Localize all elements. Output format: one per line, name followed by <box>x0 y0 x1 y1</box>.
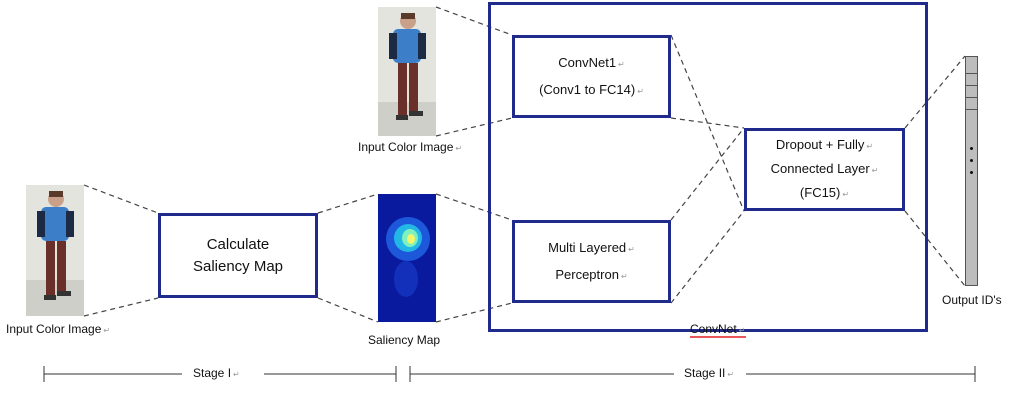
dashed-line <box>904 55 966 129</box>
dashed-line <box>435 6 513 36</box>
dashed-line <box>670 117 745 129</box>
saliency-map-image <box>378 194 436 322</box>
dashed-line <box>670 210 745 304</box>
dashed-line <box>317 297 379 323</box>
stage1-label: Stage I↵ <box>193 366 240 380</box>
convnet-container <box>488 2 928 332</box>
input-person-image-top <box>378 7 436 136</box>
calculate-line2: Saliency Map <box>192 257 284 275</box>
saliency-map-label: Saliency Map <box>368 333 441 347</box>
dropout-line3: (FC15)↵ <box>799 184 850 200</box>
dashed-line <box>670 127 745 221</box>
mlp-box: Multi Layered↵ Perceptron↵ <box>512 220 671 303</box>
dashed-line <box>904 210 966 287</box>
dropout-line2: Connected Layer↵ <box>770 160 879 176</box>
dashed-line <box>670 34 745 212</box>
input-person-image <box>26 185 84 316</box>
dropout-fc-box: Dropout + Fully↵ Connected Layer↵ (FC15)… <box>744 128 905 211</box>
input-color-image-label-top: Input Color Image↵ <box>358 140 463 154</box>
dashed-line <box>435 117 513 137</box>
dropout-line1: Dropout + Fully↵ <box>775 136 874 152</box>
stage2-label: Stage II↵ <box>684 366 735 380</box>
dashed-line <box>83 297 159 317</box>
convnet-label: ConvNet↵ <box>690 322 746 336</box>
calculate-line1: Calculate <box>206 235 270 253</box>
output-ids-bar <box>965 56 978 286</box>
calculate-saliency-box: Calculate Saliency Map <box>158 213 318 298</box>
mlp-line1: Multi Layered↵ <box>548 239 635 255</box>
convnet1-line1: ConvNet1↵ <box>558 54 625 70</box>
output-ids-label: Output ID's <box>942 293 1002 307</box>
dashed-line <box>435 302 513 323</box>
input-color-image-label-bottom: Input Color Image↵ <box>6 322 111 336</box>
convnet1-box: ConvNet1↵ (Conv1 to FC14)↵ <box>512 35 671 118</box>
dashed-line <box>317 193 379 214</box>
convnet1-line2: (Conv1 to FC14)↵ <box>539 81 644 97</box>
dashed-line <box>435 193 513 221</box>
dashed-line <box>83 184 159 214</box>
mlp-line2: Perceptron↵ <box>555 266 628 282</box>
